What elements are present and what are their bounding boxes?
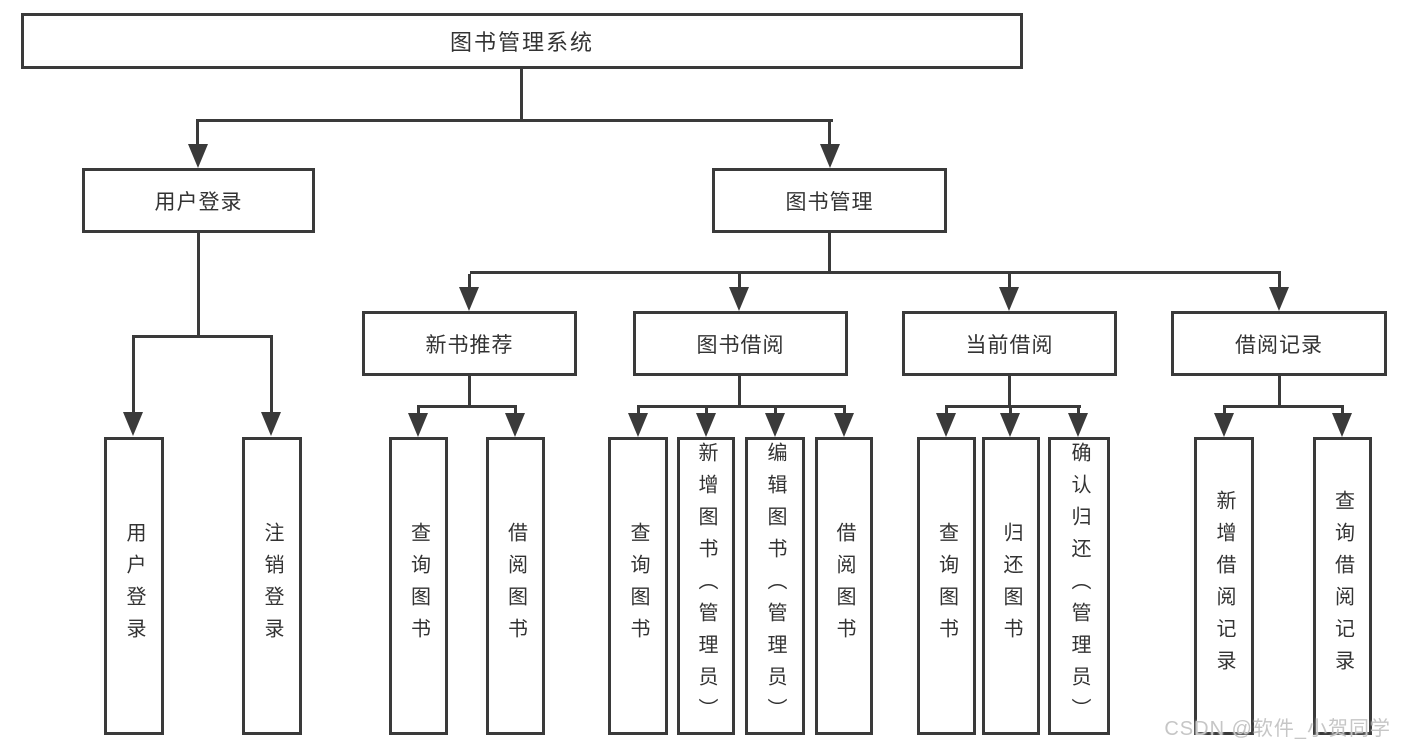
arrow-head (261, 412, 281, 436)
connector-line (1008, 274, 1011, 288)
node-search-books-current: 查询图书 (917, 437, 976, 735)
connector-line (468, 376, 471, 407)
node-search-borrow-record: 查询借阅记录 (1313, 437, 1372, 735)
connector-line (1008, 376, 1011, 407)
connector-line (945, 405, 948, 415)
node-search-books-borrowing: 查询图书 (608, 437, 668, 735)
arrow-head (628, 413, 648, 437)
connector-line (197, 233, 200, 338)
arrow-head (1269, 287, 1289, 311)
connector-line (417, 405, 517, 408)
arrow-head (1000, 413, 1020, 437)
node-borrow-records: 借阅记录 (1171, 311, 1387, 376)
arrow-head (834, 413, 854, 437)
arrow-head (696, 413, 716, 437)
node-logout: 注销登录 (242, 437, 302, 735)
node-add-borrow-record: 新增借阅记录 (1194, 437, 1254, 735)
connector-line (637, 405, 846, 408)
node-label: 新增借阅记录 (1213, 490, 1235, 682)
node-confirm-return-admin: 确认归还（管理员） (1048, 437, 1110, 735)
node-label: 借阅记录 (1235, 333, 1323, 357)
connector-line (520, 69, 523, 121)
arrow-head (408, 413, 428, 437)
connector-line (774, 405, 777, 415)
arrow-head (729, 287, 749, 311)
connector-line (1077, 405, 1080, 415)
connector-line (470, 271, 1281, 274)
node-label: 图书借阅 (696, 333, 785, 357)
node-borrow-books-leaf: 借阅图书 (815, 437, 873, 735)
arrow-head (459, 287, 479, 311)
node-label: 图书管理系统 (449, 30, 594, 55)
node-new-book-recommendation: 新书推荐 (362, 311, 577, 376)
connector-line (196, 119, 199, 146)
connector-line (1009, 405, 1012, 415)
node-add-books-admin: 新增图书（管理员） (677, 437, 735, 735)
connector-line (828, 119, 831, 146)
connector-line (738, 376, 741, 407)
connector-line (1278, 274, 1281, 288)
connector-line (468, 274, 471, 288)
csdn-watermark: CSDN @软件_小贺同学 (1164, 718, 1391, 740)
connector-line (132, 335, 273, 338)
arrow-head (820, 144, 840, 168)
connector-line (843, 405, 846, 415)
node-label: 新增图书（管理员） (695, 442, 717, 730)
arrow-head (188, 144, 208, 168)
node-label: 归还图书 (1000, 522, 1022, 650)
arrow-head (1332, 413, 1352, 437)
node-label: 用户登录 (123, 522, 145, 650)
node-search-books-recommend: 查询图书 (389, 437, 448, 735)
arrow-head (936, 413, 956, 437)
arrow-head (999, 287, 1019, 311)
node-label: 注销登录 (261, 522, 283, 650)
connector-line (417, 405, 420, 415)
connector-line (197, 119, 833, 122)
node-label: 图书管理 (785, 190, 874, 214)
connector-line (1341, 405, 1344, 415)
connector-line (270, 338, 273, 412)
node-label: 编辑图书（管理员） (764, 442, 786, 730)
node-label: 查询图书 (935, 522, 958, 650)
connector-line (945, 405, 1081, 408)
arrow-head (1068, 413, 1088, 437)
connector-line (637, 405, 640, 415)
node-label: 查询图书 (407, 522, 430, 650)
connector-line (828, 233, 831, 273)
node-label: 新书推荐 (425, 333, 514, 357)
connector-line (738, 274, 741, 288)
connector-line (514, 405, 517, 415)
node-label: 借阅图书 (833, 522, 855, 650)
connector-line (705, 405, 708, 415)
node-book-management-system: 图书管理系统 (21, 13, 1023, 69)
node-book-management: 图书管理 (712, 168, 947, 233)
arrow-head (765, 413, 785, 437)
node-label: 查询借阅记录 (1331, 490, 1354, 682)
node-label: 用户登录 (154, 190, 243, 214)
node-user-login: 用户登录 (82, 168, 315, 233)
node-edit-books-admin: 编辑图书（管理员） (745, 437, 805, 735)
arrow-head (505, 413, 525, 437)
node-label: 借阅图书 (504, 522, 527, 650)
connector-line (1278, 376, 1281, 407)
arrow-head (123, 412, 143, 436)
node-book-borrowing: 图书借阅 (633, 311, 848, 376)
node-label: 确认归还（管理员） (1068, 442, 1090, 730)
arrow-head (1214, 413, 1234, 437)
connector-line (1223, 405, 1226, 415)
node-label: 查询图书 (627, 522, 649, 650)
node-current-borrowing: 当前借阅 (902, 311, 1117, 376)
node-return-books: 归还图书 (982, 437, 1040, 735)
node-user-login-leaf: 用户登录 (104, 437, 164, 735)
connector-line (132, 338, 135, 412)
connector-line (1223, 405, 1344, 408)
node-borrow-books-recommend: 借阅图书 (486, 437, 545, 735)
node-label: 当前借阅 (965, 333, 1054, 357)
